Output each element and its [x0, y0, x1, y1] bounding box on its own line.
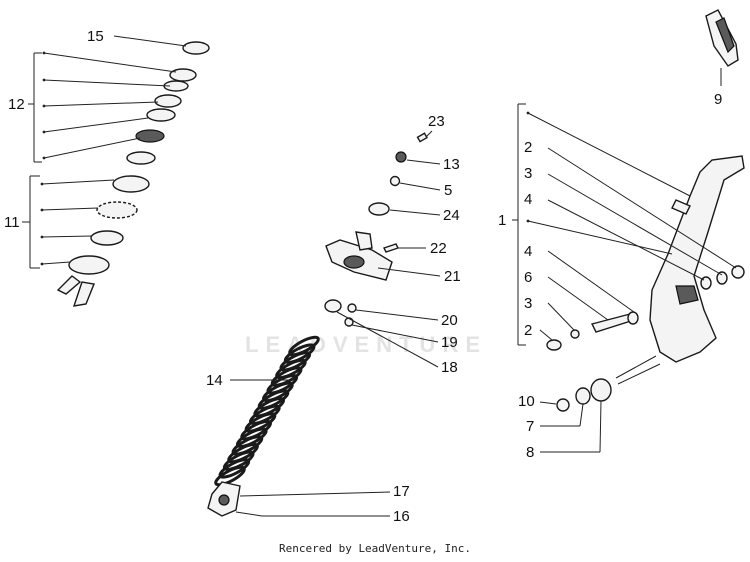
callout-3: 3 [524, 295, 532, 312]
leader-line [406, 159, 441, 165]
callout-14: 14 [206, 372, 223, 389]
callout-20: 20 [441, 312, 458, 329]
callout-22: 22 [430, 240, 447, 257]
part-24-washer [368, 202, 390, 216]
bushing [731, 265, 745, 279]
callout-21: 21 [444, 268, 461, 285]
callout-5: 5 [444, 182, 452, 199]
watermark-text: LEADVENTURE [245, 332, 487, 357]
part-7-washer [575, 387, 591, 405]
bearing-part [135, 129, 165, 143]
lower-cup [68, 255, 110, 275]
part-19-ring [344, 317, 354, 327]
bearing-part [146, 108, 176, 122]
callout-19: 19 [441, 334, 458, 351]
callout-1: 1 [498, 212, 506, 229]
leader-line [389, 209, 441, 216]
leader-line [113, 35, 187, 47]
part-22-bolt [383, 243, 399, 253]
bracket-1 [512, 103, 526, 346]
callout-18: 18 [441, 359, 458, 376]
credit-text: Rencered by LeadVenture, Inc. [278, 542, 472, 555]
callout-17: 17 [393, 483, 410, 500]
part-1-swing-arm [615, 155, 745, 385]
bracket-1-leaders [526, 111, 737, 341]
callout-2: 2 [524, 322, 532, 339]
callout-16: 16 [393, 508, 410, 525]
callout-4: 4 [524, 243, 532, 260]
callout-13: 13 [443, 156, 460, 173]
leader-line [399, 182, 441, 191]
spring-coil [214, 465, 246, 487]
bearing-cup [112, 175, 150, 193]
suspension-small-parts [324, 132, 428, 327]
callout-23: 23 [428, 113, 445, 130]
leader-line [239, 491, 391, 497]
part-2-bush [546, 339, 562, 351]
bracket-12 [28, 52, 42, 163]
part-8-ring [590, 378, 612, 402]
part-3-ring [570, 329, 580, 339]
part-20-bush [324, 299, 342, 313]
callout-2: 2 [524, 139, 532, 156]
part-14-spring [214, 335, 320, 487]
callout-15: 15 [87, 28, 104, 45]
callout-4: 4 [524, 191, 532, 208]
callout-6: 6 [524, 269, 532, 286]
part-15-ring [182, 41, 210, 55]
callout-11: 11 [4, 214, 20, 231]
callout-10: 10 [518, 393, 535, 410]
part-20-ring [347, 303, 357, 313]
bearing-part [169, 68, 197, 82]
callout-8: 8 [526, 444, 534, 461]
bearing-part [126, 151, 156, 165]
ball-race [96, 201, 138, 219]
ring [716, 271, 728, 285]
part-21-boss [343, 255, 365, 269]
leader-line [336, 311, 439, 368]
callout-7: 7 [526, 418, 534, 435]
part-21-block [355, 231, 373, 251]
leader-line [539, 401, 557, 405]
part-9-strap [705, 9, 739, 67]
callout-12: 12 [8, 96, 25, 113]
leader-line [355, 309, 439, 321]
leader-line [599, 400, 602, 453]
callout-9: 9 [714, 91, 722, 108]
leader-line [377, 267, 441, 277]
part-13-nut [395, 151, 407, 163]
part-4-ring [627, 311, 639, 325]
bracket-11 [22, 175, 40, 269]
bracket-11-leaders [40, 179, 115, 266]
fork-stem [56, 275, 95, 307]
steering-bearing-stack [56, 41, 210, 307]
shock-lower-eye [207, 481, 263, 517]
callout-3: 3 [524, 165, 532, 182]
leader-line [425, 130, 433, 138]
part-5-washer [389, 175, 401, 187]
callout-24: 24 [443, 207, 460, 224]
bracket-12-leaders [42, 51, 177, 160]
bearing-cone [90, 230, 124, 246]
leader-line [579, 403, 584, 427]
part-10-bush [556, 398, 570, 412]
bearing-part [154, 94, 182, 108]
part-23-pin [416, 132, 428, 143]
